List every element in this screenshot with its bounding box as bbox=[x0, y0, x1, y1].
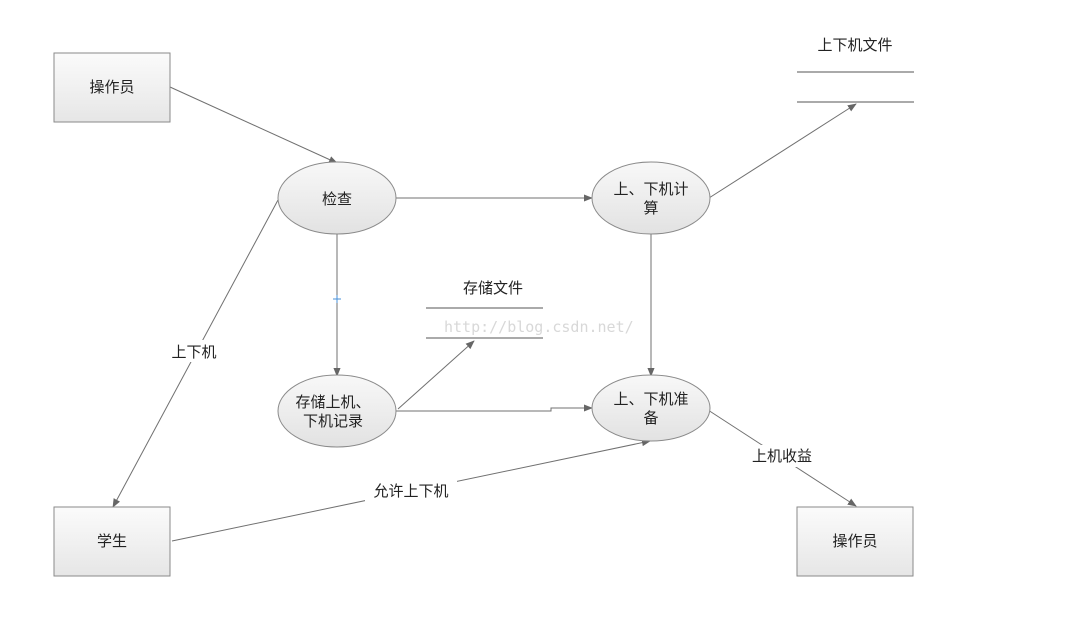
process-ellipse bbox=[591, 161, 711, 235]
datastore-label: 上下机文件 bbox=[817, 36, 892, 54]
entity-label: 操作员 bbox=[89, 78, 134, 96]
datastore-storage-file: 存储文件 bbox=[426, 279, 543, 339]
edges bbox=[112, 86, 857, 542]
process-label-line2: 备 bbox=[643, 409, 658, 427]
label-bg-allow bbox=[365, 480, 457, 502]
entity-label: 操作员 bbox=[832, 532, 877, 550]
process-label-line1: 上、下机准 bbox=[613, 390, 688, 408]
entity-box bbox=[53, 52, 171, 123]
entity-operator-top: 操作员 bbox=[53, 52, 171, 123]
label-bg-income bbox=[745, 445, 821, 467]
edge-record-to-prepare bbox=[396, 404, 593, 412]
connection-point-icon bbox=[333, 295, 341, 303]
process-label-line1: 上、下机计 bbox=[613, 180, 688, 198]
label-bg-updown bbox=[165, 340, 223, 362]
process-prepare: 上、下机准 备 bbox=[591, 374, 711, 442]
process-record: 存储上机、 下机记录 bbox=[277, 374, 397, 448]
entity-label: 学生 bbox=[97, 532, 127, 550]
edge-calc-to-file bbox=[708, 103, 857, 199]
entity-student: 学生 bbox=[53, 506, 171, 577]
process-calc: 上、下机计 算 bbox=[591, 161, 711, 235]
process-ellipse bbox=[591, 374, 711, 442]
edge-label-income: 上机收益 bbox=[752, 447, 812, 465]
process-label-line2: 算 bbox=[643, 199, 658, 217]
entity-box bbox=[53, 506, 171, 577]
edge-label-updown: 上下机 bbox=[171, 343, 216, 361]
process-label: 检查 bbox=[322, 190, 352, 208]
datastore-updown-file: 上下机文件 bbox=[797, 36, 914, 103]
process-ellipse bbox=[277, 374, 397, 448]
process-label-line2: 下机记录 bbox=[303, 412, 363, 430]
process-label-line1: 存储上机、 bbox=[295, 393, 370, 411]
datastore-label: 存储文件 bbox=[463, 279, 523, 297]
process-ellipse bbox=[277, 161, 397, 235]
entity-operator-bottom: 操作员 bbox=[796, 506, 914, 577]
edge-operator-to-check bbox=[169, 86, 338, 164]
edge-label-allow: 允许上下机 bbox=[373, 482, 448, 500]
watermark-text: http://blog.csdn.net/ bbox=[444, 318, 634, 336]
entity-box bbox=[796, 506, 914, 577]
process-check: 检查 bbox=[277, 161, 397, 235]
edge-labels: 上下机 允许上下机 上机收益 bbox=[165, 340, 821, 502]
edge-record-to-storage bbox=[397, 340, 475, 410]
